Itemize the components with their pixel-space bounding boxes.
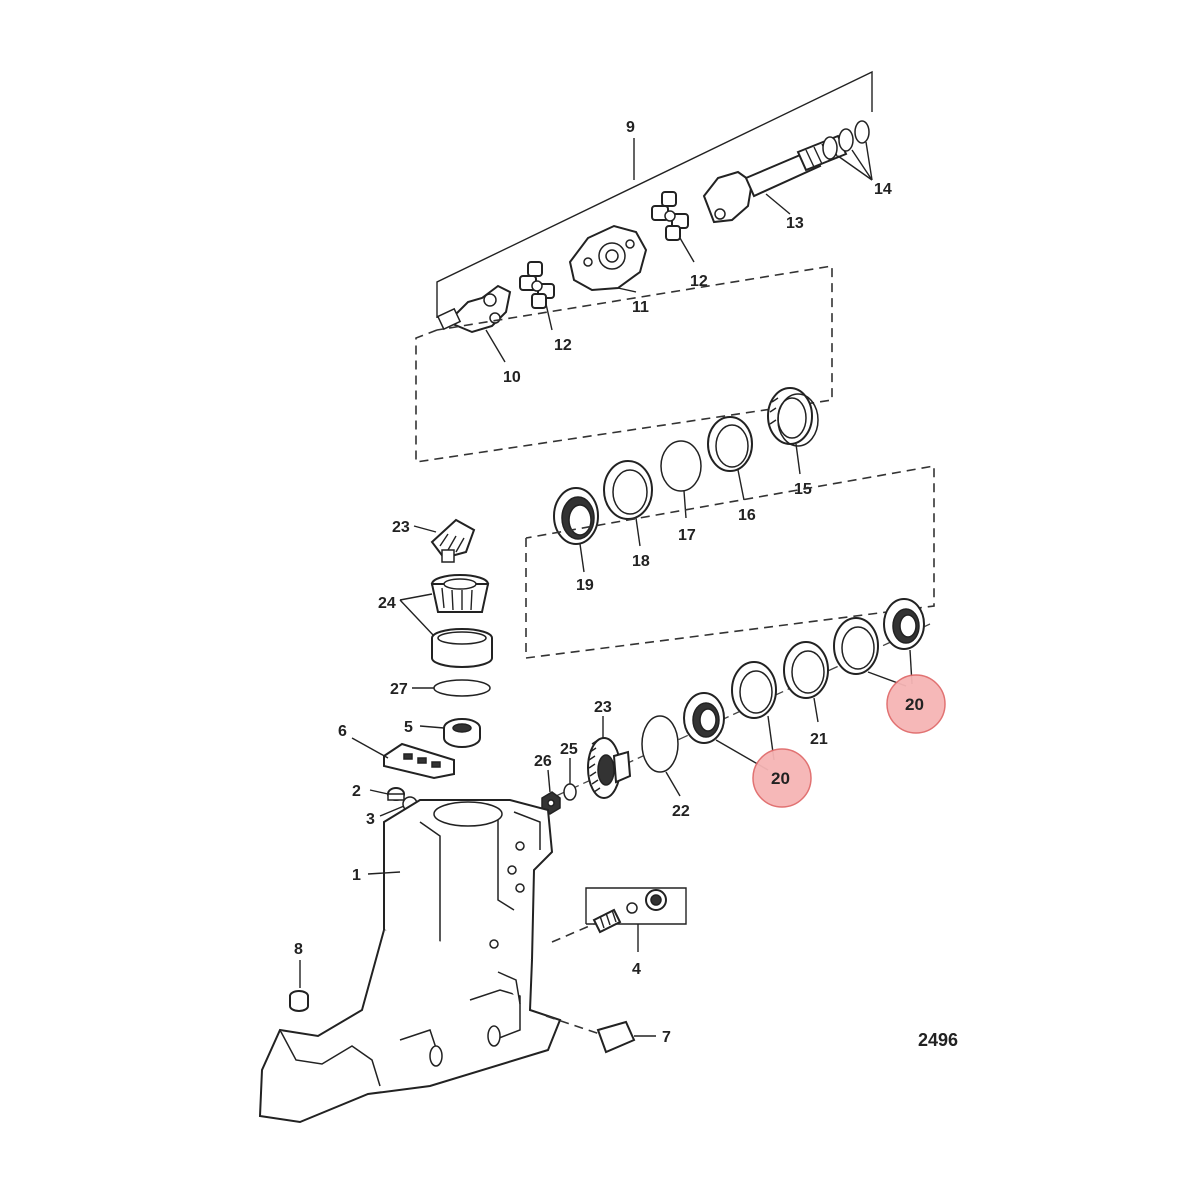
callout-26: 26 <box>534 753 552 770</box>
oring-part-17 <box>660 440 702 492</box>
race-part-20-cup <box>731 661 777 719</box>
callout-24: 24 <box>378 595 396 612</box>
projection-box-lower <box>525 465 935 659</box>
callout-6: 6 <box>338 723 347 740</box>
drive-shaft-assembly: 9 10 12 11 <box>436 70 892 386</box>
bearing-part-20-outer <box>883 598 925 650</box>
callout-14: 14 <box>874 181 892 198</box>
race-part-21 <box>783 641 829 699</box>
gear-housing-part-1 <box>258 799 562 1124</box>
bearing-cone-part-24 <box>430 574 490 613</box>
callout-17: 17 <box>678 527 696 544</box>
callout-13: 13 <box>786 215 804 232</box>
callout-18: 18 <box>632 553 650 570</box>
callout-15: 15 <box>794 481 812 498</box>
valve-kit-part-4 <box>585 887 687 934</box>
fitting-part-2 <box>387 787 405 801</box>
figure-number: 2496 <box>918 1030 958 1050</box>
callout-22: 22 <box>672 803 690 820</box>
callout-4: 4 <box>632 961 641 978</box>
race-part-20-outer <box>833 617 879 675</box>
highlight-callout-20-upper: 20 <box>886 674 946 734</box>
callout-16: 16 <box>738 507 756 524</box>
callout-20-upper: 20 <box>905 695 924 714</box>
bracket-part-6 <box>383 742 455 780</box>
center-housing-part-11 <box>568 224 648 292</box>
callout-3: 3 <box>366 811 375 828</box>
callout-2: 2 <box>352 783 361 800</box>
u-joint-part-12-left <box>519 261 555 309</box>
seal-part-5 <box>443 718 481 748</box>
callout-5: 5 <box>404 719 413 736</box>
pinion-gear-part-23-upper <box>430 518 476 563</box>
oring-part-22 <box>641 715 679 773</box>
washer-part-25 <box>563 783 577 801</box>
bearing-part-20-inner <box>683 692 725 744</box>
callout-21: 21 <box>810 731 828 748</box>
callout-7: 7 <box>662 1029 671 1046</box>
cover-plate-part-7 <box>596 1020 636 1054</box>
callout-25: 25 <box>560 741 578 758</box>
u-joint-part-12-right <box>651 191 689 241</box>
callout-12-left: 12 <box>554 337 572 354</box>
yoke-part-10 <box>436 284 512 334</box>
callout-1: 1 <box>352 867 361 884</box>
seal-part-19 <box>553 487 599 545</box>
pinion-gear-part-23-lower <box>587 737 632 799</box>
highlight-callout-20-lower: 20 <box>752 748 812 808</box>
callout-23-upper: 23 <box>392 519 410 536</box>
callout-8: 8 <box>294 941 303 958</box>
callout-10: 10 <box>503 369 521 386</box>
race-part-18 <box>603 460 653 520</box>
bearing-part-15 <box>767 387 819 447</box>
callout-23-lower: 23 <box>594 699 612 716</box>
callout-27: 27 <box>390 681 408 698</box>
callout-9: 9 <box>626 119 635 136</box>
projection-box-upper <box>415 265 833 463</box>
callout-11: 11 <box>632 299 649 316</box>
plug-part-8 <box>289 990 309 1012</box>
oring-part-27 <box>433 679 491 697</box>
callout-12-right: 12 <box>690 273 708 290</box>
callout-19: 19 <box>576 577 594 594</box>
upper-bearing-stack: 15 16 17 18 19 <box>553 387 819 594</box>
callout-20-lower: 20 <box>771 769 790 788</box>
race-part-16 <box>707 416 753 472</box>
shims-part-14 <box>822 120 870 160</box>
bearing-cup-part-24 <box>431 628 493 668</box>
